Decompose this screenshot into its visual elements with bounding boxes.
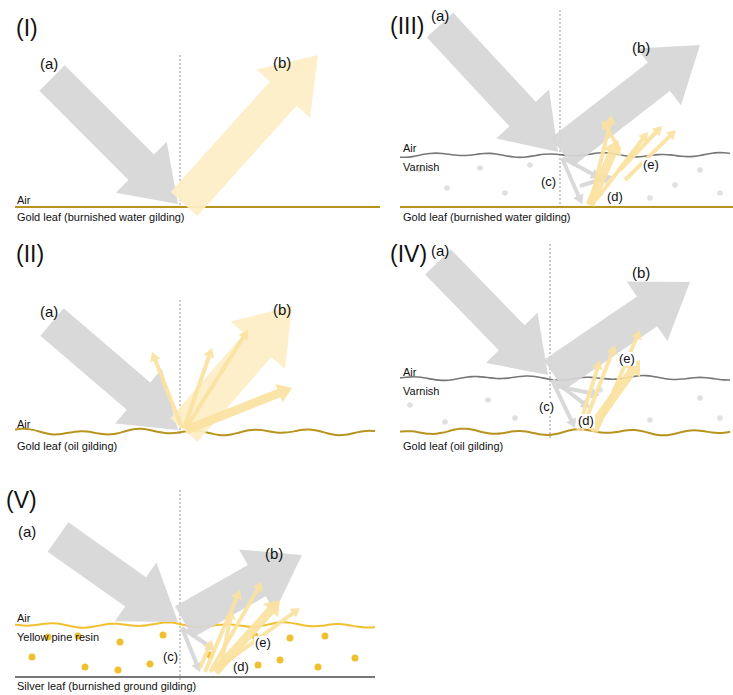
particle (352, 655, 359, 662)
layer-name: Gold leaf (oil gilding) (403, 440, 503, 452)
light-ray-arrow (427, 13, 558, 152)
ray-letter: (a) (40, 56, 58, 73)
particle (117, 639, 124, 646)
ray-letter: (a) (40, 304, 58, 321)
ray-letter: (b) (273, 302, 291, 319)
particle (115, 667, 122, 674)
ray-letter: (a) (18, 524, 36, 541)
particle (322, 633, 329, 640)
light-ray-arrow (425, 249, 548, 375)
layer-name: Air (403, 142, 416, 154)
particle (442, 419, 448, 425)
light-ray-arrow (624, 130, 676, 181)
particle (647, 417, 653, 423)
particle (672, 182, 678, 188)
normal-line (180, 490, 181, 680)
ray-letter: (b) (265, 546, 283, 563)
ray-letter: (a) (431, 8, 449, 25)
particle (477, 165, 483, 171)
ray-letter: (c) (162, 650, 179, 664)
light-ray-arrow (48, 522, 178, 622)
layer-name: Yellow pine resin (17, 631, 99, 643)
layer-line (15, 676, 375, 678)
light-ray-arrow (212, 600, 280, 675)
light-ray-arrow (39, 65, 178, 204)
particle (647, 195, 653, 201)
particle (160, 632, 167, 639)
ray-letter: (e) (642, 158, 660, 172)
particle (502, 190, 508, 196)
ray-letter: (a) (431, 243, 449, 260)
particle (82, 664, 89, 671)
particle (444, 185, 450, 191)
layer-name: Gold leaf (oil gilding) (17, 440, 117, 452)
light-ray-arrow (171, 55, 318, 216)
particle (512, 415, 518, 421)
particle (527, 162, 533, 168)
ray-letter: (e) (254, 636, 272, 650)
layer-name: Varnish (403, 385, 439, 397)
layer-name: Air (17, 612, 30, 624)
layer-line (400, 429, 730, 436)
layer-name: Air (17, 418, 30, 430)
layer-name: Gold leaf (burnished water gilding) (403, 211, 571, 223)
ray-letter: (d) (232, 660, 250, 674)
particle (717, 415, 723, 421)
normal-line (560, 10, 561, 210)
panel-number: (I) (16, 16, 38, 41)
ray-letter: (b) (632, 265, 650, 282)
particle (147, 661, 154, 668)
particle (315, 664, 322, 671)
light-ray-arrow (150, 352, 184, 429)
ray-letter: (c) (538, 400, 555, 414)
light-ray-arrow (170, 306, 292, 442)
layer-name: Air (403, 366, 416, 378)
light-ray-arrow (217, 608, 300, 670)
particle (717, 190, 723, 196)
particle (485, 397, 491, 403)
light-ray-arrow (602, 120, 622, 151)
ray-letter: (c) (540, 175, 557, 189)
particle (697, 395, 703, 401)
light-ray-arrow (544, 282, 690, 390)
layer-name: Varnish (403, 161, 439, 173)
particle (287, 635, 294, 642)
layer-line (400, 206, 733, 208)
light-ray-arrow (551, 45, 700, 166)
particle (277, 657, 284, 664)
ray-letter: (e) (618, 352, 636, 366)
panel-number: (II) (16, 242, 44, 267)
ray-letter: (d) (577, 414, 595, 428)
particle (255, 662, 262, 669)
panel-number: (III) (390, 14, 425, 39)
panel-number: (V) (6, 488, 37, 513)
light-ray-arrow (594, 330, 641, 433)
light-ray-arrow (562, 156, 600, 178)
layer-name: Air (17, 194, 30, 206)
ray-letter: (b) (273, 55, 291, 72)
ray-letter: (d) (606, 190, 624, 204)
particle (697, 167, 703, 173)
light-ray-arrow (184, 384, 292, 434)
layer-name: Silver leaf (burnished ground gilding) (17, 680, 196, 692)
layer-name: Gold leaf (burnished water gilding) (17, 211, 185, 223)
panel-number: (IV) (390, 242, 427, 267)
ray-letter: (b) (632, 40, 650, 57)
light-ray-arrow (198, 640, 213, 669)
particle (407, 402, 413, 408)
particle (29, 654, 36, 661)
